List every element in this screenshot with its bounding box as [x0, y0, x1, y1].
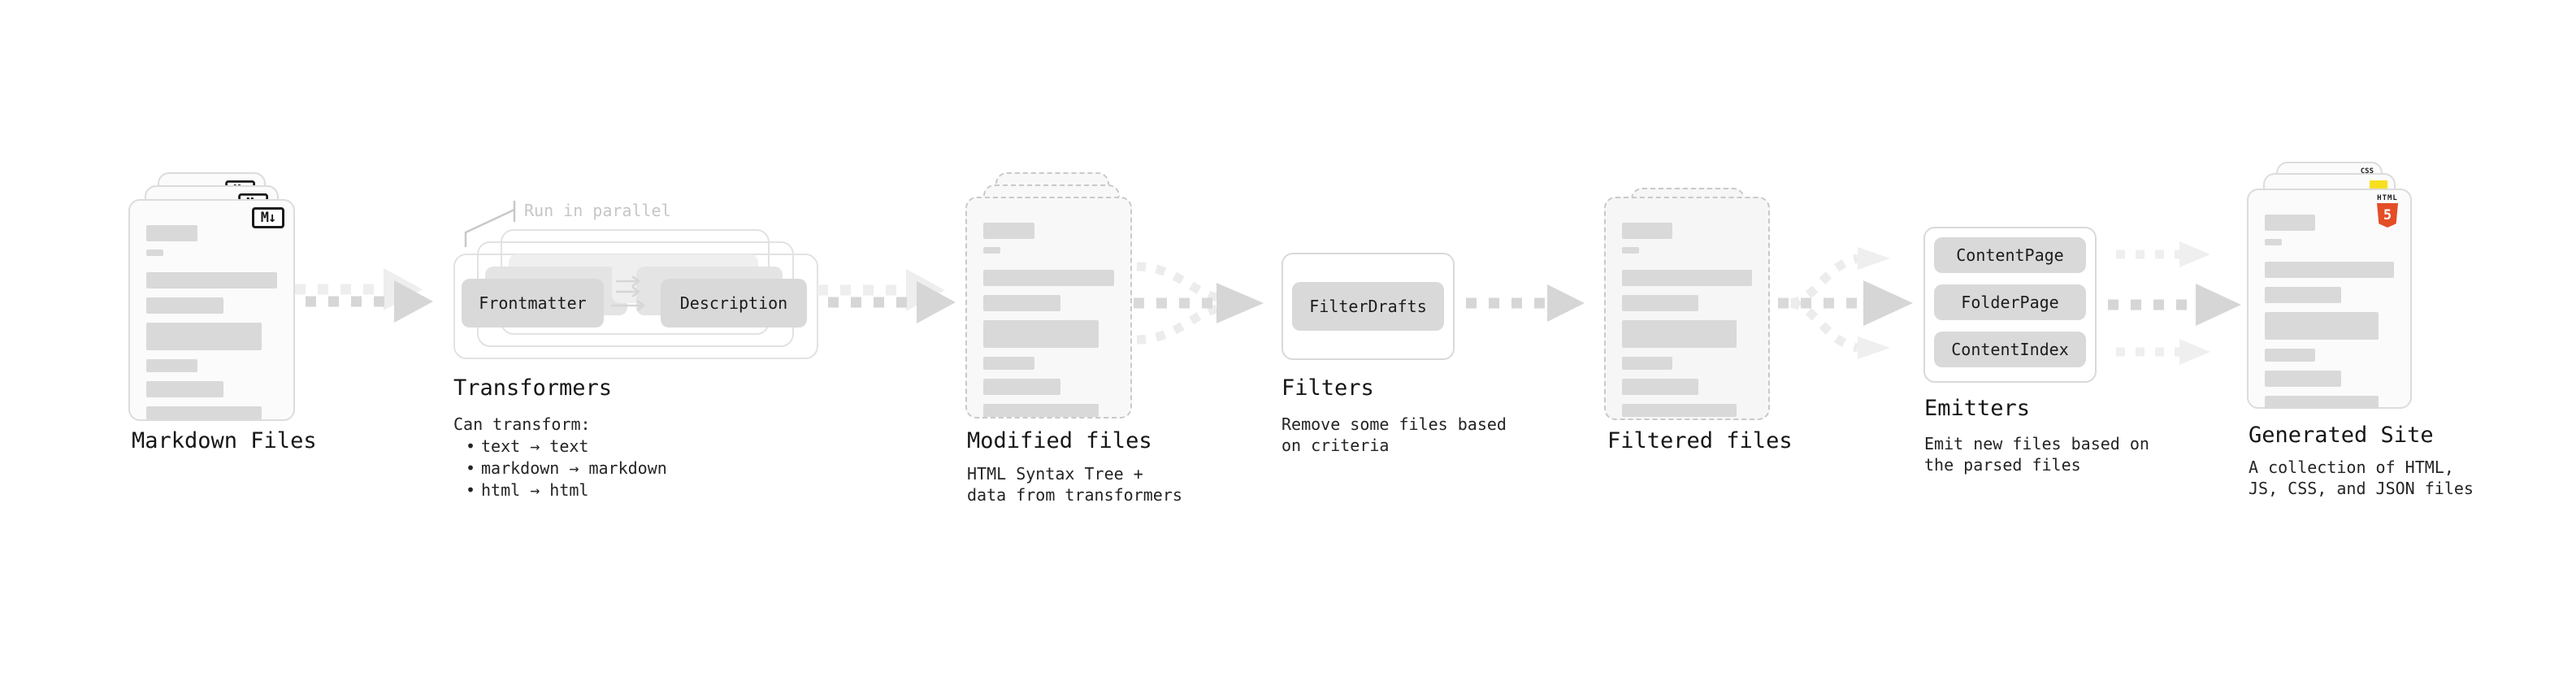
doc-text-bar [983, 295, 1060, 311]
desc-line: Remove some files based [1281, 414, 1507, 434]
arrow-filtered-to-emitters [1778, 247, 1913, 359]
doc-text-bar [2265, 371, 2341, 387]
doc-text-bar [983, 379, 1060, 395]
doc-text-bar [146, 381, 223, 397]
doc-text-bar [146, 359, 197, 372]
doc-content-placeholder [1606, 198, 1768, 417]
markdown-doc-front: M↓ [128, 199, 295, 421]
doc-text-bar [146, 225, 197, 241]
doc-content-placeholder [130, 201, 293, 419]
desc-line: Emit new files based on [1924, 434, 2149, 453]
description-button: Description [661, 279, 807, 327]
transformers-description: Can transform: •text → text •markdown → … [453, 414, 667, 501]
markdown-icon: M↓ [252, 207, 284, 228]
arrow-transformers-to-modified [817, 269, 956, 323]
doc-text-bar [1622, 357, 1673, 370]
doc-text-bar [1622, 404, 1737, 417]
html5-number: 5 [2383, 207, 2392, 223]
frontmatter-button: Frontmatter [462, 279, 604, 327]
javascript-icon [2370, 180, 2387, 190]
modified-files-label: Modified files [967, 428, 1152, 453]
doc-text-bar [1622, 379, 1699, 395]
bullet: • [465, 480, 476, 500]
doc-text-bar [2265, 312, 2379, 340]
doc-text-bar [146, 323, 262, 350]
filterdrafts-button: FilterDrafts [1292, 282, 1444, 331]
transform-item: •html → html [453, 479, 667, 501]
doc-text-bar [983, 320, 1099, 348]
generated-site-label: Generated Site [2249, 423, 2434, 448]
desc-line: on criteria [1281, 436, 1390, 455]
transform-item-text: text → text [481, 436, 589, 456]
bullet: • [465, 436, 476, 456]
doc-text-bar [2265, 396, 2379, 409]
doc-text-bar [1622, 247, 1639, 254]
doc-content-placeholder [2249, 190, 2410, 409]
can-transform-title: Can transform: [453, 414, 591, 434]
modified-files-description: HTML Syntax Tree + data from transformer… [967, 463, 1182, 505]
doc-text-bar [146, 272, 277, 288]
doc-text-bar [2265, 262, 2394, 278]
markdown-files-label: Markdown Files [132, 428, 317, 453]
filtered-files-label: Filtered files [1607, 428, 1793, 453]
modified-doc-front [965, 197, 1132, 419]
doc-text-bar [1622, 320, 1737, 348]
transform-item-text: html → html [481, 480, 589, 500]
doc-text-bar [1622, 295, 1699, 311]
doc-text-bar [1622, 270, 1752, 286]
filters-label: Filters [1281, 375, 1374, 401]
desc-line: HTML Syntax Tree + [967, 464, 1143, 484]
desc-line: the parsed files [1924, 455, 2081, 475]
doc-text-bar [983, 223, 1034, 239]
transform-item: •text → text [453, 436, 667, 458]
emitters-description: Emit new files based on the parsed files [1924, 433, 2149, 475]
transformer-chain-arrows [611, 275, 646, 311]
filters-description: Remove some files based on criteria [1281, 414, 1507, 456]
generated-doc-html: HTML 5 [2247, 189, 2412, 409]
desc-line: data from transformers [967, 485, 1182, 505]
doc-text-bar [2265, 349, 2315, 362]
filtered-doc-front [1604, 197, 1770, 420]
html5-icon: HTML 5 [2374, 194, 2401, 228]
doc-text-bar [983, 357, 1034, 370]
emitters-label: Emitters [1924, 396, 2031, 421]
doc-content-placeholder [967, 198, 1130, 417]
contentpage-button: ContentPage [1934, 237, 2086, 273]
generated-site-description: A collection of HTML, JS, CSS, and JSON … [2249, 457, 2474, 499]
transform-item: •markdown → markdown [453, 458, 667, 479]
doc-text-bar [983, 404, 1099, 417]
doc-text-bar [2265, 215, 2315, 231]
bullet: • [465, 458, 476, 478]
arrow-modified-to-filters [1134, 262, 1264, 345]
arrow-emitters-to-generated [2108, 241, 2241, 365]
arrow-filters-to-filtered [1466, 284, 1585, 322]
run-in-parallel-note: Run in parallel [524, 201, 671, 220]
doc-text-bar [146, 249, 163, 256]
run-in-parallel-callout-line [464, 201, 516, 247]
transformers-label: Transformers [453, 375, 613, 401]
doc-text-bar [146, 297, 223, 314]
doc-text-bar [983, 247, 1000, 254]
desc-line: A collection of HTML, [2249, 458, 2454, 477]
desc-line: JS, CSS, and JSON files [2249, 479, 2474, 498]
doc-text-bar [2265, 239, 2282, 245]
html5-word: HTML [2377, 194, 2398, 202]
doc-text-bar [1622, 223, 1673, 239]
contentindex-button: ContentIndex [1934, 332, 2086, 367]
doc-text-bar [983, 270, 1114, 286]
arrow-markdown-to-transformers [295, 268, 433, 323]
folderpage-button: FolderPage [1934, 284, 2086, 320]
doc-text-bar [2265, 287, 2341, 303]
transform-item-text: markdown → markdown [481, 458, 667, 478]
doc-text-bar [146, 406, 262, 419]
